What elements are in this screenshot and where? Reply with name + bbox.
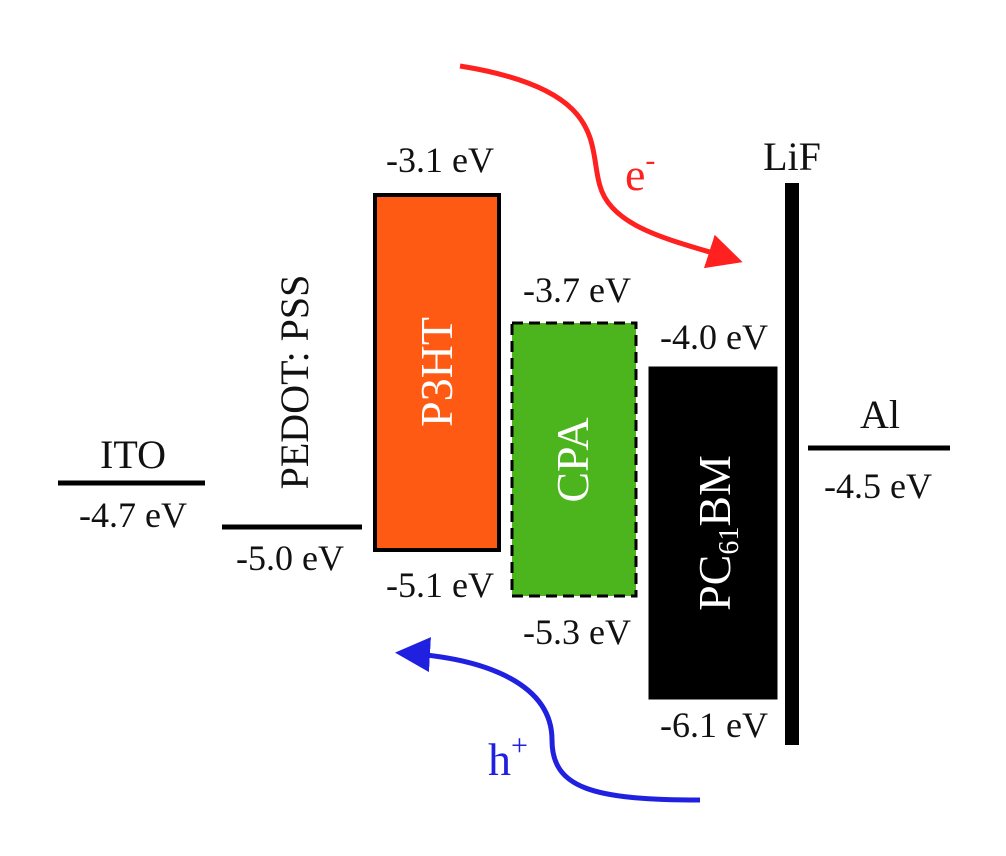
hole-charge: + [511, 729, 528, 762]
hole-label: h+ [488, 729, 528, 785]
lif-bar [785, 183, 799, 745]
pcbm-label-sub: 61 [714, 527, 745, 555]
hole-symbol: h [488, 734, 511, 785]
pcbm-label-tail: BM [689, 455, 740, 527]
al-level-label: -4.5 eV [824, 466, 932, 506]
cpa-label: CPA [547, 417, 598, 502]
p3ht-lumo-label: -3.1 eV [386, 140, 494, 180]
al-label: Al [860, 392, 900, 437]
p3ht-box [373, 193, 501, 552]
electron-charge: - [645, 144, 655, 177]
electron-symbol: e [625, 149, 645, 200]
electron-label: e- [625, 144, 655, 200]
p3ht-homo-label: -5.1 eV [386, 565, 494, 605]
cpa-box [510, 321, 638, 598]
pcbm-homo-label: -6.1 eV [660, 705, 768, 745]
pedot-level-label: -5.0 eV [236, 538, 344, 578]
p3ht-label: P3HT [411, 317, 462, 427]
pedot-label: PEDOT: PSS [272, 275, 317, 490]
ito-label: ITO [100, 432, 166, 477]
hole-arrow [395, 637, 701, 803]
lif-label: LiF [763, 134, 821, 179]
pcbm-label: PC61BM [689, 455, 745, 611]
pcbm-label-main: PC [689, 555, 740, 611]
pcbm-box [648, 366, 778, 700]
cpa-homo-label: -5.3 eV [523, 612, 631, 652]
cpa-lumo-label: -3.7 eV [523, 270, 631, 310]
ito-level-label: -4.7 eV [79, 495, 187, 535]
pcbm-lumo-label: -4.0 eV [660, 317, 768, 357]
electron-arrow [459, 63, 743, 269]
